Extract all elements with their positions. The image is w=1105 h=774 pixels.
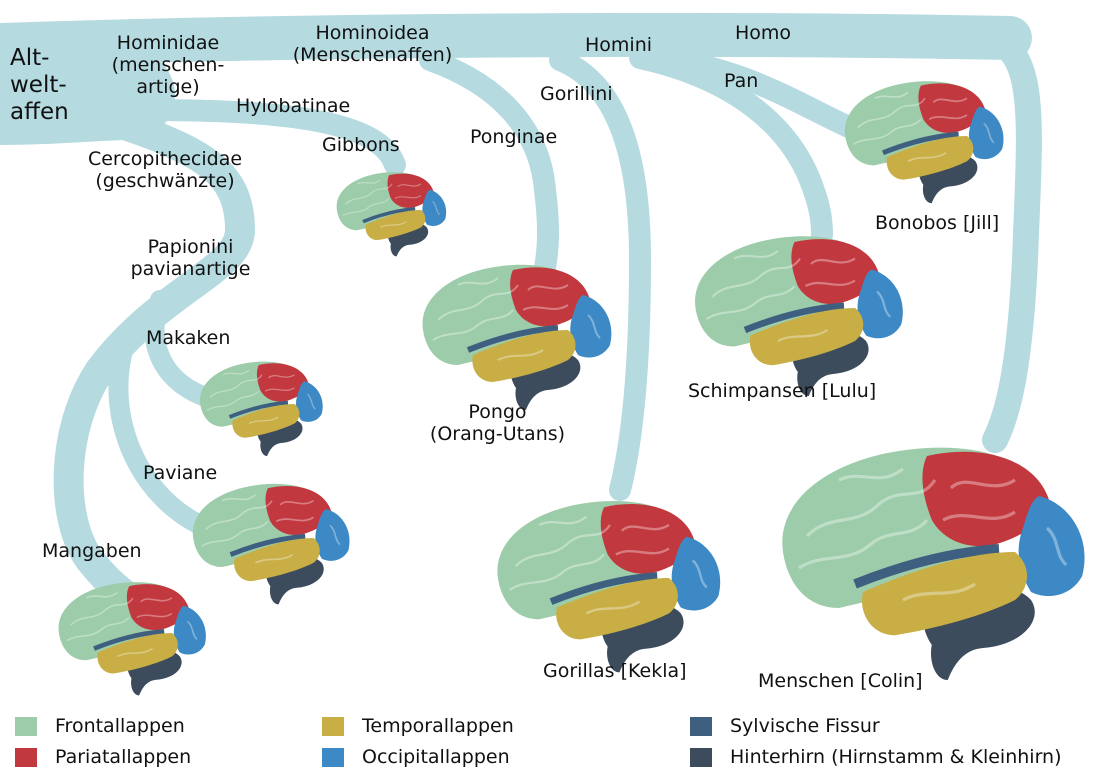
- label-pongo: Pongo (Orang-Utans): [415, 401, 580, 445]
- legend-swatch-temporal: [322, 717, 344, 736]
- label-schimpansen: Schimpansen [Lulu]: [688, 380, 876, 402]
- label-hominidae: Hominidae (menschen- artige): [108, 32, 228, 98]
- occipital-region: [672, 537, 721, 611]
- label-homini: Homini: [585, 34, 652, 56]
- brain-gorillas: [497, 501, 720, 672]
- brain-mangaben: [59, 582, 206, 695]
- legend-swatch-hindbrain: [690, 748, 712, 767]
- label-altweltaffen: Alt- welt- affen: [10, 45, 69, 126]
- label-gibbons: Gibbons: [322, 134, 400, 156]
- brain-menschen: [782, 448, 1084, 680]
- legend-label-temporal: Temporallappen: [362, 715, 514, 737]
- label-mangaben: Mangaben: [42, 540, 142, 562]
- occipital-region: [296, 381, 323, 422]
- brain-paviane: [193, 484, 350, 605]
- brain-makaken: [200, 362, 323, 456]
- occipital-region: [422, 190, 446, 226]
- brain-bonobos: [845, 81, 1004, 203]
- branch-homo: [980, 38, 1029, 440]
- occipital-region: [174, 606, 206, 655]
- legend-swatch-frontal: [15, 717, 37, 736]
- occipital-region: [1019, 496, 1085, 596]
- label-papionini: Papionini pavianartige: [128, 236, 253, 280]
- legend-swatch-occipital: [322, 748, 344, 767]
- label-bonobos: Bonobos [Jill]: [875, 212, 999, 234]
- brain-pongo: [423, 265, 612, 410]
- occipital-region: [570, 295, 611, 358]
- brain-schimpansen: [695, 236, 903, 396]
- label-hylobatinae: Hylobatinae: [236, 95, 350, 117]
- label-ponginae: Ponginae: [470, 126, 557, 148]
- label-hominoidea: Hominoidea (Menschenaffen): [280, 22, 465, 66]
- legend-label-occipital: Occipitallappen: [362, 746, 510, 768]
- label-cercopithecidae: Cercopithecidae (geschwänzte): [80, 148, 250, 192]
- branch-pongo: [430, 60, 548, 268]
- legend-label-hindbrain: Hinterhirn (Hirnstamm & Kleinhirn): [730, 746, 1062, 768]
- legend-swatch-parietal: [15, 748, 37, 767]
- occipital-region: [969, 107, 1004, 160]
- occipital-region: [315, 509, 349, 561]
- legend-swatch-sylvian: [690, 717, 712, 736]
- legend-label-parietal: Pariatallappen: [55, 746, 191, 768]
- label-makaken: Makaken: [146, 327, 230, 349]
- label-paviane: Paviane: [143, 462, 217, 484]
- legend-label-sylvian: Sylvische Fissur: [730, 715, 880, 737]
- label-menschen: Menschen [Colin]: [758, 670, 923, 692]
- occipital-region: [858, 270, 903, 339]
- label-gorillini: Gorillini: [540, 83, 613, 105]
- legend-label-frontal: Frontallappen: [55, 715, 185, 737]
- label-homo: Homo: [735, 22, 791, 44]
- label-gorillas: Gorillas [Kekla]: [543, 660, 687, 682]
- brain-gibbons: [337, 172, 447, 256]
- label-pan: Pan: [724, 70, 758, 92]
